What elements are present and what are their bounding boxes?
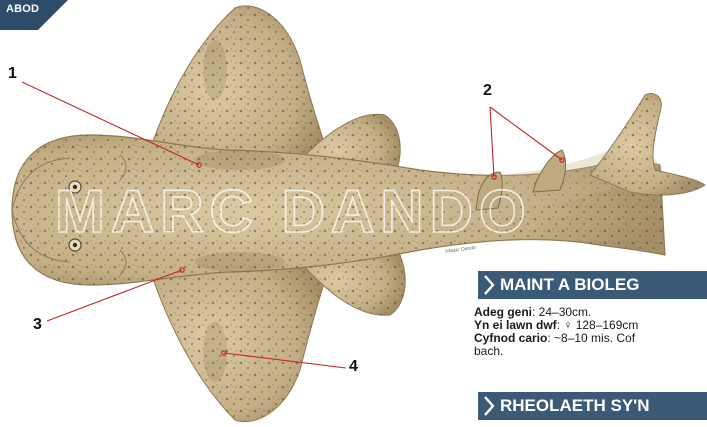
callout-3: 3	[33, 316, 42, 334]
caudal-fin	[590, 94, 705, 196]
fact-adult-label: Yn ei lawn dwf	[474, 318, 557, 332]
callout-1: 1	[8, 65, 17, 83]
corner-tag-label: ABOD	[6, 3, 39, 15]
fact-gestation-value: : ~8–10 mis. Cof	[547, 331, 635, 345]
regulation-heading-text: RHEOLAETH SY'N	[500, 396, 650, 415]
fact-gestation-continued: bach.	[474, 345, 707, 358]
regulation-heading: RHEOLAETH SY'N	[478, 392, 707, 420]
watermark-text: MARC DANDO	[55, 178, 532, 245]
chevron-right-icon	[482, 392, 496, 420]
chevron-right-icon	[482, 271, 496, 299]
fact-adult-value: : ♀ 128–169cm	[557, 318, 639, 332]
facts-block: Adeg geni: 24–30cm. Yn ei lawn dwf: ♀ 12…	[474, 306, 707, 358]
callout-2: 2	[483, 82, 492, 100]
fact-gestation-label: Cyfnod cario	[474, 331, 547, 345]
size-biology-heading-text: MAINT A BIOLEG	[500, 275, 639, 294]
callout-4: 4	[349, 358, 358, 376]
fact-gestation: Cyfnod cario: ~8–10 mis. Cof	[474, 332, 707, 345]
corner-tag: ABOD	[0, 0, 70, 30]
size-biology-heading: MAINT A BIOLEG	[478, 271, 707, 299]
